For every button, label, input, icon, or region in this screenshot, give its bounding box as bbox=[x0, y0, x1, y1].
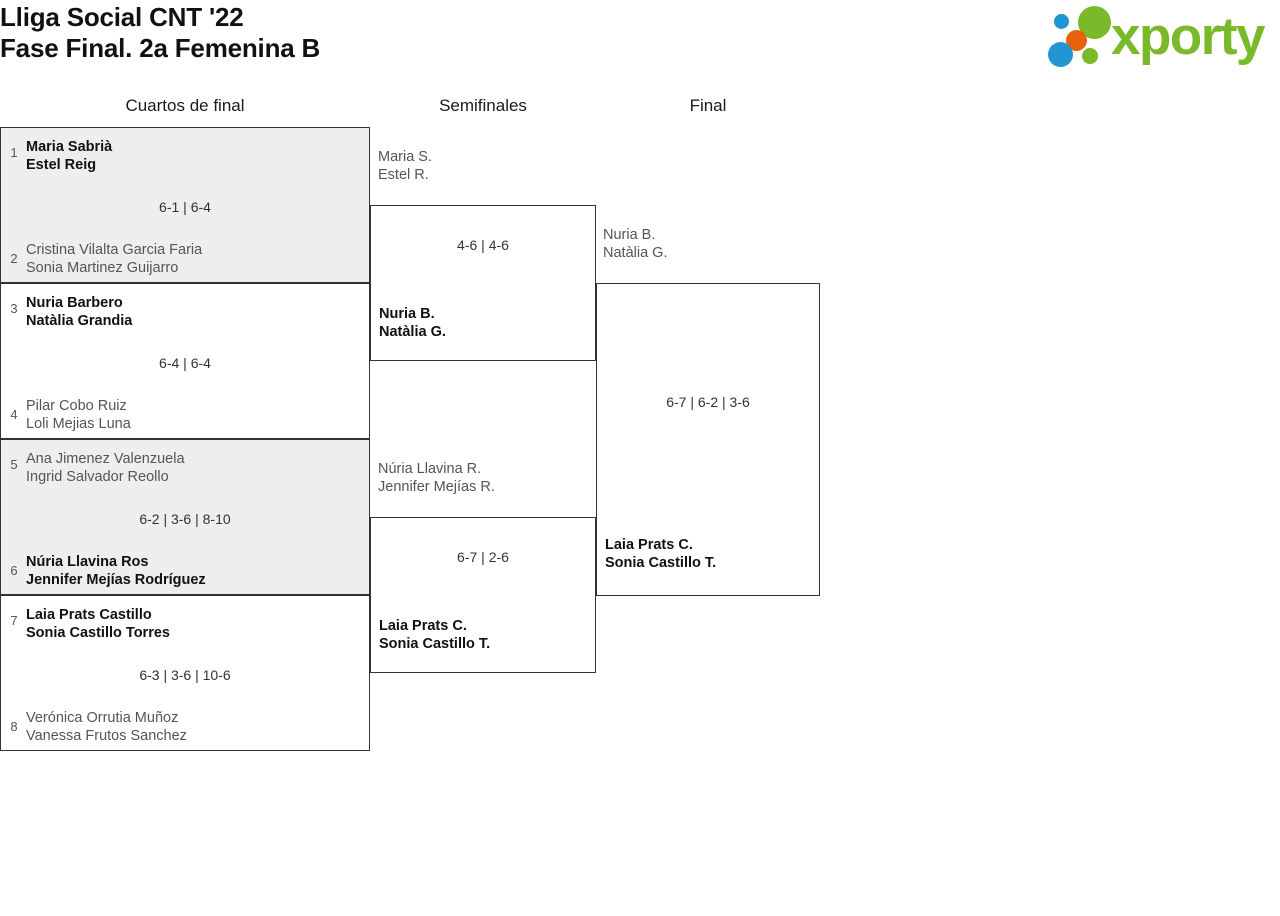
match-score: 6-7 | 6-2 | 3-6 bbox=[666, 394, 750, 410]
match-team-bottom: Nuria B. Natàlia G. bbox=[379, 306, 446, 340]
match-qf-2[interactable]: 3 Nuria Barbero Natàlia Grandia 6-4 | 6-… bbox=[0, 283, 370, 439]
match-score: 6-7 | 2-6 bbox=[457, 549, 509, 565]
seed-number: 1 bbox=[10, 145, 18, 160]
match-team-top: Maria Sabrià Estel Reig bbox=[26, 139, 113, 173]
match-team-bottom: Laia Prats C. Sonia Castillo T. bbox=[379, 618, 491, 652]
logo-dot-orange-icon bbox=[1066, 30, 1087, 51]
match-team-top: Ana Jimenez Valenzuela Ingrid Salvador R… bbox=[26, 451, 185, 485]
match-score: 6-2 | 3-6 | 8-10 bbox=[139, 511, 231, 527]
match-team-top: Nuria Barbero Natàlia Grandia bbox=[26, 295, 133, 329]
semifinal-2-team-top: Núria Llavina R. Jennifer Mejías R. bbox=[378, 461, 495, 495]
match-final[interactable]: 6-7 | 6-2 | 3-6 Laia Prats C. Sonia Cast… bbox=[596, 283, 820, 596]
seed-number: 8 bbox=[10, 719, 18, 734]
seed-number: 3 bbox=[10, 301, 18, 316]
match-team-bottom: Verónica Orrutia Muñoz Vanessa Frutos Sa… bbox=[26, 710, 187, 744]
match-team-bottom: Pilar Cobo Ruiz Loli Mejias Luna bbox=[26, 398, 131, 432]
semifinal-1-team-top: Maria S. Estel R. bbox=[378, 149, 432, 183]
match-score: 6-3 | 3-6 | 10-6 bbox=[139, 667, 231, 683]
match-score: 6-4 | 6-4 bbox=[159, 355, 211, 371]
logo-dots-icon bbox=[1048, 6, 1118, 68]
logo-dot-blue-large-icon bbox=[1048, 42, 1073, 67]
round-header-final: Final bbox=[689, 96, 727, 115]
logo-wordmark: xporty bbox=[1111, 7, 1265, 66]
seed-number: 2 bbox=[10, 251, 18, 266]
match-team-bottom: Núria Llavina Ros Jennifer Mejías Rodríg… bbox=[26, 554, 206, 588]
match-qf-4[interactable]: 7 Laia Prats Castillo Sonia Castillo Tor… bbox=[0, 595, 370, 751]
match-sf-2[interactable]: 6-7 | 2-6 Laia Prats C. Sonia Castillo T… bbox=[370, 517, 596, 673]
round-header-semifinals: Semifinales bbox=[439, 96, 527, 115]
final-team-top: Nuria B. Natàlia G. bbox=[603, 227, 668, 261]
seed-number: 4 bbox=[10, 407, 18, 422]
round-header-quarterfinals: Cuartos de final bbox=[125, 96, 245, 115]
title-line-2: Fase Final. 2a Femenina B bbox=[0, 33, 321, 63]
match-qf-1[interactable]: 1 Maria Sabrià Estel Reig 6-1 | 6-4 2 Cr… bbox=[0, 127, 370, 283]
title-line-1: Lliga Social CNT '22 bbox=[0, 2, 244, 32]
logo-dot-blue-small-icon bbox=[1054, 14, 1069, 29]
seed-number: 5 bbox=[10, 457, 18, 472]
match-team-bottom: Laia Prats C. Sonia Castillo T. bbox=[605, 537, 717, 571]
seed-number: 7 bbox=[10, 613, 18, 628]
match-team-bottom: Cristina Vilalta Garcia Faria Sonia Mart… bbox=[26, 242, 203, 276]
match-score: 4-6 | 4-6 bbox=[457, 237, 509, 253]
logo-dot-green-small-icon bbox=[1082, 48, 1098, 64]
xporty-logo[interactable]: xporty bbox=[1048, 4, 1276, 70]
match-sf-1[interactable]: 4-6 | 4-6 Nuria B. Natàlia G. bbox=[370, 205, 596, 361]
match-qf-3[interactable]: 5 Ana Jimenez Valenzuela Ingrid Salvador… bbox=[0, 439, 370, 595]
match-score: 6-1 | 6-4 bbox=[159, 199, 211, 215]
match-team-top: Laia Prats Castillo Sonia Castillo Torre… bbox=[26, 607, 170, 641]
seed-number: 6 bbox=[10, 563, 18, 578]
